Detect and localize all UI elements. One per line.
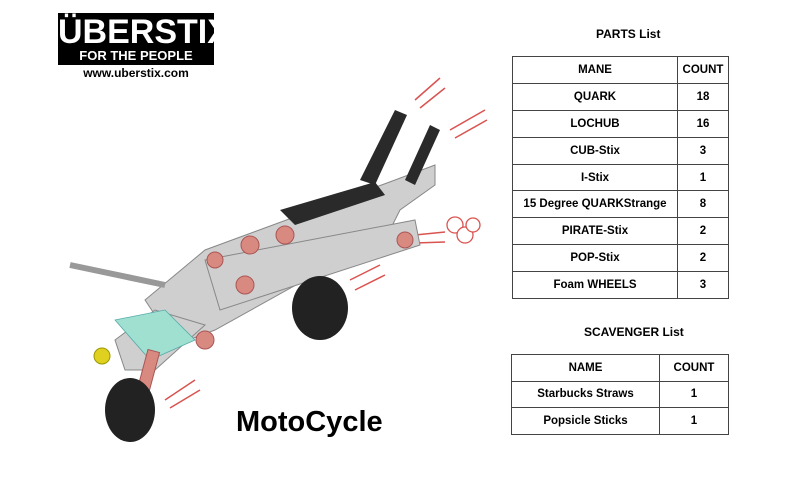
parts-list-title: PARTS List: [596, 27, 661, 41]
part-name: PIRATE-Stix: [512, 217, 678, 246]
part-count: 18: [677, 82, 729, 111]
logo-tagline: FOR THE PEOPLE: [79, 48, 193, 63]
black-parts: [280, 110, 440, 225]
part-count: 3: [677, 136, 729, 165]
part-count: 8: [677, 190, 729, 219]
part-name: 15 Degree QUARKStrange: [512, 190, 678, 219]
header-name: MANE: [512, 56, 678, 84]
part-name: LOCHUB: [512, 109, 678, 138]
model-title: MotoCycle: [236, 406, 383, 438]
item-count: 1: [659, 380, 729, 408]
exhaust-puff: [446, 216, 481, 244]
header-count: COUNT: [659, 354, 729, 382]
part-name: CUB-Stix: [512, 136, 678, 165]
part-name: QUARK: [512, 82, 678, 111]
table-header-row: MANE COUNT: [512, 56, 729, 84]
table-header-row: NAME COUNT: [511, 354, 729, 382]
item-name: Popsicle Sticks: [511, 407, 660, 435]
part-name: POP-Stix: [512, 244, 678, 273]
wheels: [105, 276, 348, 442]
logo-brand: ÜBERSTIX: [58, 13, 230, 51]
speed-lines: [164, 77, 488, 409]
website-url: www.uberstix.com: [83, 66, 189, 80]
teal-parts: [114, 309, 196, 361]
part-count: 2: [677, 244, 729, 273]
part-count: 16: [677, 109, 729, 138]
scavenger-list-title: SCAVENGER List: [584, 325, 684, 339]
motocycle-illustration: [69, 77, 488, 442]
item-count: 1: [659, 407, 729, 435]
item-name: Starbucks Straws: [511, 380, 660, 408]
uberstix-logo: ÜBERSTIX FOR THE PEOPLE: [58, 13, 230, 65]
part-count: 2: [677, 217, 729, 246]
part-name: I-Stix: [512, 163, 678, 192]
part-name: Foam WHEELS: [512, 271, 678, 300]
header-name: NAME: [511, 354, 660, 382]
header-count: COUNT: [677, 56, 729, 84]
part-count: 1: [677, 163, 729, 192]
part-count: 3: [677, 271, 729, 300]
yellow-hub: [93, 347, 111, 365]
